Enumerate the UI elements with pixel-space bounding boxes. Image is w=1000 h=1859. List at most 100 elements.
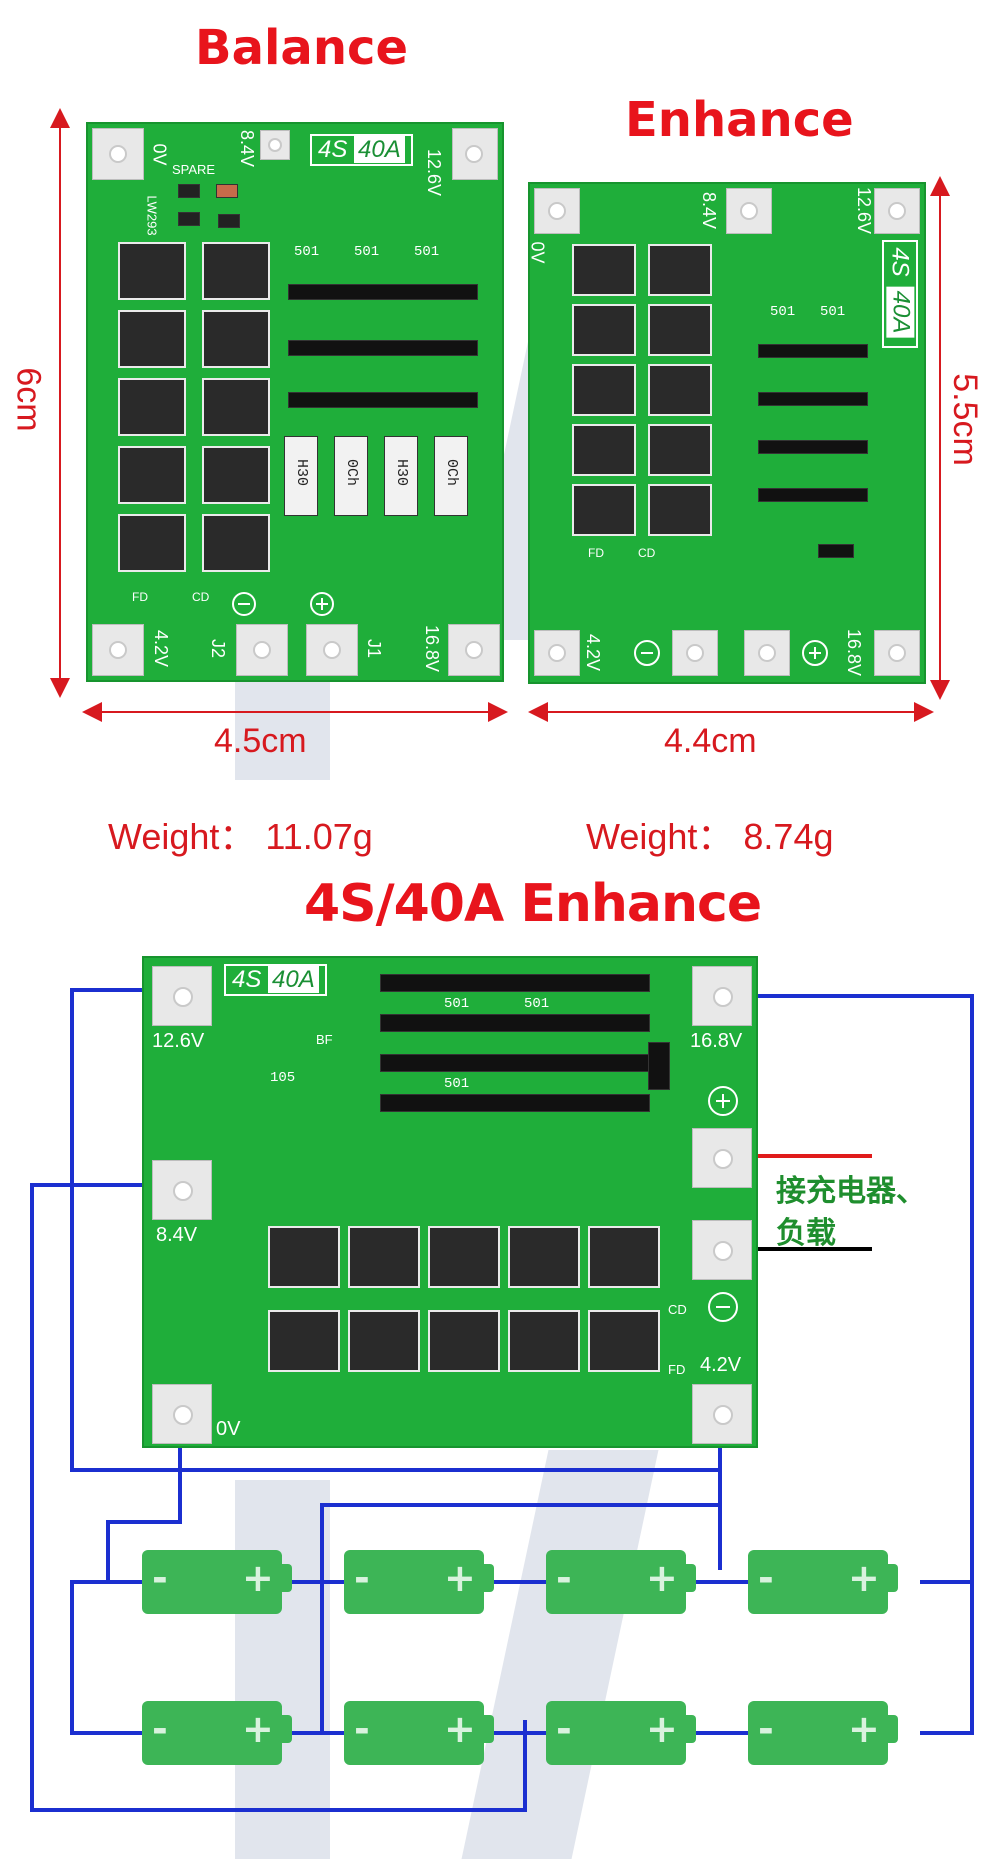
mosfet-b1 (648, 244, 712, 296)
mosfet-b3 (202, 378, 270, 436)
label-4v2: 4.2V (700, 1354, 742, 1376)
pad-0v (92, 128, 144, 180)
ic-row-4 (380, 1094, 650, 1112)
ic-row-3 (288, 392, 478, 408)
pad-charger-minus (692, 1220, 752, 1280)
mosfet-b1 (202, 242, 270, 300)
balance-weight: Weight： 11.07g (108, 816, 373, 857)
res-code-2: 501 (354, 244, 380, 260)
plus-symbol (310, 592, 334, 616)
balance-title: Balance (195, 20, 408, 76)
dimension-arrows (50, 108, 950, 722)
mosfet-b2 (348, 1310, 420, 1372)
pad-j2 (236, 624, 288, 676)
battery-2: -+ (344, 1550, 494, 1614)
pad-8v4 (152, 1160, 212, 1220)
pad-minus (672, 630, 718, 676)
mosfet-a3 (428, 1226, 500, 1288)
shunt-3 (384, 436, 418, 516)
watermark-bar-3 (235, 1480, 330, 1859)
res-code-3: 501 (414, 244, 440, 260)
label-fd: FD (668, 1362, 686, 1377)
balance-width-label: 4.5cm (214, 722, 307, 760)
wire-8v4 (30, 1183, 527, 1812)
label-cd: CD (638, 546, 656, 560)
mosfet-b3 (428, 1310, 500, 1372)
res-code-2: 501 (820, 304, 846, 320)
mosfet-a5 (118, 514, 186, 572)
ic-row-1 (380, 974, 650, 992)
ic-row-2 (288, 340, 478, 356)
battery-7: -+ (546, 1701, 696, 1765)
balance-board: 0V 8.4V 12.6V 4S 40A SPARE LW293 501 501… (86, 122, 504, 682)
wire-0v-left (70, 1580, 144, 1735)
pad-16v8 (874, 630, 920, 676)
pad-j1 (306, 624, 358, 676)
mosfet-a1 (118, 242, 186, 300)
minus-symbol (634, 640, 660, 666)
mosfet-a4 (508, 1226, 580, 1288)
res-code-1: 501 (444, 996, 470, 1012)
diode (648, 1042, 670, 1090)
main-board: 4S 40A 12.6V 8.4V 0V 16.8V 4.2V CD FD BF… (142, 956, 758, 1448)
pad-12v6 (152, 966, 212, 1026)
enhance-weight: Weight： 8.74g (586, 816, 834, 857)
model-tag: 4S 40A (882, 240, 918, 348)
label-12v6: 12.6V (152, 1030, 205, 1052)
mosfet-a5 (588, 1226, 660, 1288)
res-code-3: 501 (444, 1076, 470, 1092)
mosfet-a4 (572, 424, 636, 476)
pad-0v (534, 188, 580, 234)
pad-4v2 (92, 624, 144, 676)
wire-0v (106, 1410, 182, 1584)
pad-16v8 (692, 966, 752, 1026)
pad-4v2 (692, 1384, 752, 1444)
label-bf: BF (316, 1032, 333, 1047)
ic-row-2 (758, 392, 868, 406)
enhance-title: Enhance (625, 92, 854, 148)
pad-12v6 (874, 188, 920, 234)
label-16v8: 16.8V (690, 1030, 743, 1052)
plus-symbol (802, 640, 828, 666)
shunt-2 (334, 436, 368, 516)
mosfet-a3 (118, 378, 186, 436)
battery-6: -+ (344, 1701, 494, 1765)
minus-symbol (708, 1292, 738, 1322)
res-code-2: 501 (524, 996, 550, 1012)
battery-5: -+ (142, 1701, 292, 1765)
mosfet-a4 (118, 446, 186, 504)
pad-8v4 (260, 130, 290, 160)
label-cd: CD (192, 590, 210, 604)
ic-small-1 (178, 184, 200, 198)
mosfet-a2 (348, 1226, 420, 1288)
battery-1: -+ (142, 1550, 292, 1614)
ic-row-2 (380, 1014, 650, 1032)
res-code-1: 501 (770, 304, 796, 320)
enhance-width-label: 4.4cm (664, 722, 757, 760)
label-0v: 0V (216, 1418, 241, 1440)
battery-3: -+ (546, 1550, 696, 1614)
model-tag: 4S 40A (310, 134, 413, 166)
mosfet-b4 (202, 446, 270, 504)
label-spare: SPARE (172, 162, 216, 177)
pad-0v (152, 1384, 212, 1444)
plus-symbol (708, 1086, 738, 1116)
label-cd: CD (668, 1302, 687, 1317)
mosfet-a1 (572, 244, 636, 296)
res-code-4: 105 (270, 1070, 296, 1086)
mosfet-b5 (202, 514, 270, 572)
enhance-main-title: 4S/40A Enhance (304, 874, 762, 934)
shunt-4 (434, 436, 468, 516)
ic-small-2 (216, 184, 238, 198)
pad-charger-plus (692, 1128, 752, 1188)
mosfet-a2 (118, 310, 186, 368)
mosfet-b2 (648, 304, 712, 356)
ic-row-4 (758, 488, 868, 502)
mosfet-b5 (588, 1310, 660, 1372)
pad-8v4 (726, 188, 772, 234)
wire-16v8-down (920, 1582, 974, 1735)
ic-row-1 (758, 344, 868, 358)
mosfet-b4 (508, 1310, 580, 1372)
label-fd: FD (132, 590, 148, 604)
